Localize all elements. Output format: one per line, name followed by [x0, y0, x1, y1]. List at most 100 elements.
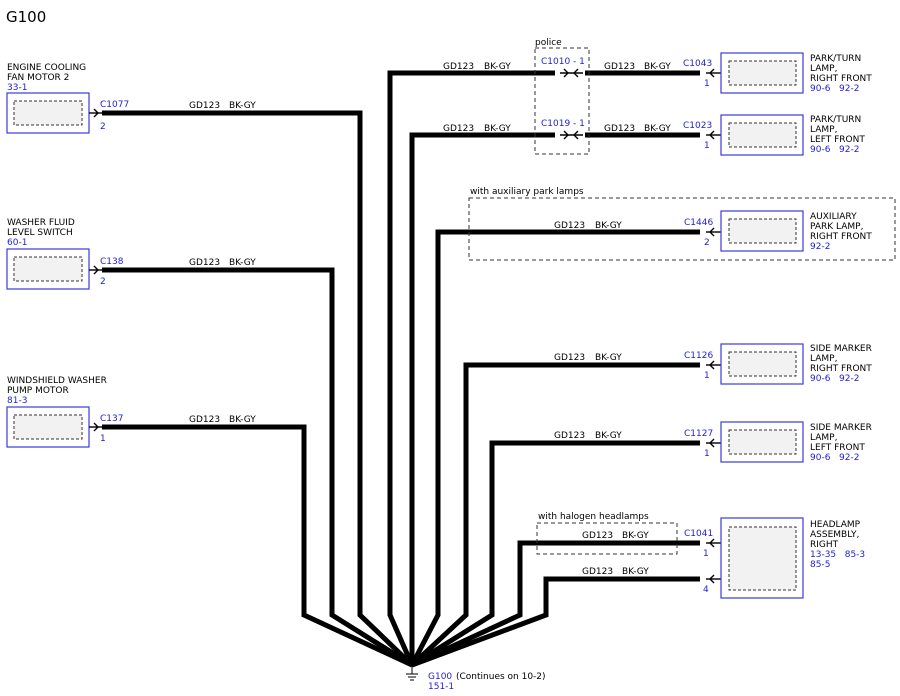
wire-c1041-pin1	[410, 540, 700, 668]
page-title: G100	[6, 8, 46, 26]
component-ref: 90-6 92-2	[810, 84, 859, 94]
wire-color: BK-GY	[484, 124, 511, 134]
connector-id: C137	[100, 414, 123, 424]
wire-c137	[102, 424, 414, 668]
connector-pin: 1	[703, 549, 709, 559]
police-label: police	[535, 38, 562, 48]
component-name: RIGHT	[810, 540, 839, 550]
wire-color: BK-GY	[595, 221, 622, 231]
circuit-id: GD123	[554, 221, 585, 231]
wire-color: BK-GY	[229, 101, 256, 111]
component-body	[728, 60, 797, 86]
connector-id: C1446	[684, 218, 713, 228]
wire-color: BK-GY	[595, 353, 622, 363]
component-auxiliary-park-lamp-right-front[interactable]: GD123 BK-GY C1446 2 AUXILIARY PARK LAMP,…	[554, 210, 872, 252]
circuit-id: GD123	[189, 101, 220, 111]
connector-pin: 1	[704, 141, 710, 151]
wire-c1127	[410, 440, 700, 668]
connector-pin: 2	[100, 122, 106, 132]
connector-arrow-icon	[706, 227, 721, 237]
component-ref: 90-6 92-2	[810, 374, 859, 384]
connector-pin: 4	[703, 585, 709, 595]
component-ref: 13-35 85-3	[810, 550, 865, 560]
connector-id: C1041	[684, 529, 713, 539]
component-name: PARK LAMP,	[810, 222, 863, 232]
wire-color: BK-GY	[644, 124, 671, 134]
component-name: AUXILIARY	[810, 212, 857, 222]
component-name: LEVEL SWITCH	[7, 228, 73, 238]
wire-color: BK-GY	[595, 431, 622, 441]
component-name: PARK/TURN	[810, 115, 861, 125]
component-park-turn-lamp-left-front[interactable]: GD123 BK-GY C1019 - 1 GD123 BK-GY C1023 …	[443, 114, 865, 156]
component-body	[13, 414, 83, 440]
component-name: WASHER FLUID	[7, 218, 75, 228]
connector-pin: 1	[100, 434, 106, 444]
component-name: HEADLAMP	[810, 520, 861, 530]
component-name: LAMP,	[810, 433, 837, 443]
connector-arrow-icon	[706, 68, 721, 78]
circuit-id: GD123	[443, 124, 474, 134]
component-name: LAMP,	[810, 125, 837, 135]
aux-park-option-box	[468, 197, 896, 261]
inline-connector-id: C1019 - 1	[541, 119, 585, 129]
circuit-id: GD123	[443, 62, 474, 72]
inline-connector-id: C1010 - 1	[541, 57, 585, 67]
component-name: LEFT FRONT	[810, 443, 865, 453]
wire-c1023	[409, 132, 700, 665]
component-side-marker-lamp-right-front[interactable]: GD123 BK-GY C1126 1 SIDE MARKER LAMP, RI…	[554, 343, 872, 385]
aux-park-label: with auxiliary park lamps	[470, 187, 584, 197]
component-ref: 92-2	[810, 242, 830, 252]
component-body	[728, 218, 797, 244]
ground-g100[interactable]: G100 151-1 (Continues on 10-2)	[406, 665, 546, 692]
halogen-label: with halogen headlamps	[538, 512, 649, 522]
circuit-id: GD123	[554, 353, 585, 363]
ground-id: G100	[428, 672, 452, 682]
component-engine-cooling-fan-motor[interactable]: ENGINE COOLING FAN MOTOR 2 33-1 C1077 2 …	[6, 63, 256, 134]
circuit-id: GD123	[554, 431, 585, 441]
police-option-box	[534, 47, 590, 155]
component-headlamp-assembly-right[interactable]: GD123 BK-GY GD123 BK-GY C1041 1 4 HEADLA…	[582, 517, 865, 599]
component-name: WINDSHIELD WASHER	[7, 376, 107, 386]
component-name: PUMP MOTOR	[7, 386, 69, 396]
wire-color: BK-GY	[622, 567, 649, 577]
component-ref: 81-3	[7, 396, 27, 406]
wire-c1126	[410, 362, 700, 667]
wire-color: BK-GY	[484, 62, 511, 72]
component-body	[13, 256, 83, 282]
ground-continuation-note: (Continues on 10-2)	[456, 672, 546, 682]
connector-arrow-icon	[89, 108, 102, 118]
connector-id: C1127	[684, 429, 713, 439]
component-name: RIGHT FRONT	[810, 74, 872, 84]
component-name: SIDE MARKER	[810, 344, 872, 354]
component-washer-fluid-level-switch[interactable]: WASHER FLUID LEVEL SWITCH 60-1 C138 2 GD…	[6, 218, 256, 290]
connector-arrow-icon	[706, 538, 721, 584]
component-ref: 90-6 92-2	[810, 453, 859, 463]
halogen-option-box	[536, 522, 678, 555]
component-name: RIGHT FRONT	[810, 364, 872, 374]
component-name: LAMP,	[810, 354, 837, 364]
circuit-id: GD123	[582, 567, 613, 577]
connector-arrow-icon	[706, 438, 721, 448]
ground-ref: 151-1	[428, 682, 454, 692]
wire-color: BK-GY	[229, 415, 256, 425]
circuit-id: GD123	[189, 258, 220, 268]
inline-connector-arrows	[560, 68, 583, 140]
connector-pin: 1	[704, 371, 710, 381]
wire-c1041-pin4	[411, 576, 700, 668]
component-windshield-washer-pump-motor[interactable]: WINDSHIELD WASHER PUMP MOTOR 81-3 C137 1…	[6, 376, 256, 448]
component-side-marker-lamp-left-front[interactable]: GD123 BK-GY C1127 1 SIDE MARKER LAMP, LE…	[554, 421, 872, 463]
wire-color: BK-GY	[229, 258, 256, 268]
connector-arrow-icon	[706, 130, 721, 140]
wire-color: BK-GY	[622, 531, 649, 541]
component-name: LEFT FRONT	[810, 135, 865, 145]
connector-arrow-icon	[89, 265, 102, 275]
circuit-id: GD123	[604, 124, 635, 134]
component-park-turn-lamp-right-front[interactable]: GD123 BK-GY C1010 - 1 GD123 BK-GY C1043 …	[443, 52, 872, 94]
wire-c1077	[102, 110, 414, 667]
component-name: LAMP,	[810, 64, 837, 74]
component-body	[728, 122, 797, 148]
component-ref: 85-5	[810, 560, 830, 570]
component-name: FAN MOTOR 2	[7, 73, 69, 83]
component-ref: 90-6 92-2	[810, 145, 859, 155]
